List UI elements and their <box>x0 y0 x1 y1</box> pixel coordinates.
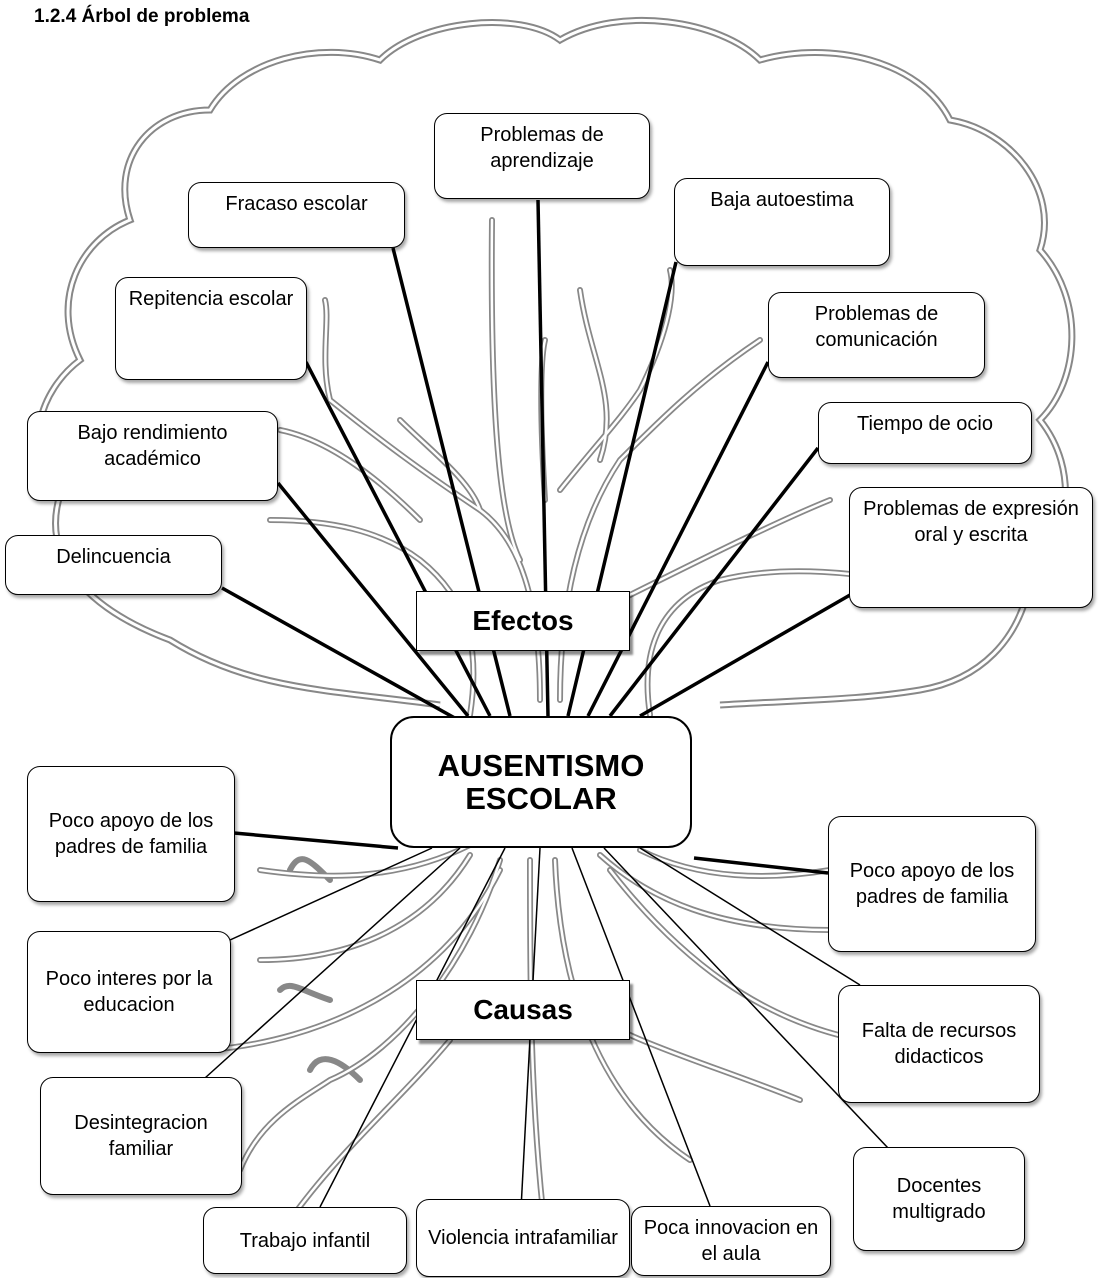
cause-docentes-multigrado: Docentes multigrado <box>853 1147 1025 1251</box>
cause-poca-innovacion-aula: Poca innovacion en el aula <box>631 1206 831 1276</box>
effect-problemas-aprendizaje: Problemas de aprendizaje <box>434 113 650 199</box>
cause-poco-apoyo-padres-right: Poco apoyo de los padres de familia <box>828 816 1036 952</box>
cause-poco-apoyo-padres-left: Poco apoyo de los padres de familia <box>27 766 235 902</box>
causes-label: Causas <box>416 980 630 1040</box>
effect-problemas-comunicacion: Problemas de comunicación <box>768 292 985 378</box>
effect-problemas-expresion: Problemas de expresión oral y escrita <box>849 487 1093 608</box>
cause-falta-recursos-didacticos: Falta de recursos didacticos <box>838 985 1040 1103</box>
effect-delincuencia: Delincuencia <box>5 535 222 595</box>
cause-connectors <box>204 831 889 1229</box>
cause-violencia-intrafamiliar: Violencia intrafamiliar <box>416 1199 630 1277</box>
effect-baja-autoestima: Baja autoestima <box>674 178 890 266</box>
central-problem: AUSENTISMO ESCOLAR <box>390 716 692 848</box>
cause-desintegracion-familiar: Desintegracion familiar <box>40 1077 242 1195</box>
effect-repitencia-escolar: Repitencia escolar <box>115 277 307 380</box>
cause-poco-interes-educacion: Poco interes por la educacion <box>27 931 231 1053</box>
effects-label: Efectos <box>416 591 630 651</box>
effect-bajo-rendimiento: Bajo rendimiento académico <box>27 411 278 501</box>
section-heading: 1.2.4 Árbol de problema <box>34 6 250 27</box>
effect-tiempo-ocio: Tiempo de ocio <box>818 402 1032 464</box>
effect-fracaso-escolar: Fracaso escolar <box>188 182 405 248</box>
cause-trabajo-infantil: Trabajo infantil <box>203 1207 407 1274</box>
